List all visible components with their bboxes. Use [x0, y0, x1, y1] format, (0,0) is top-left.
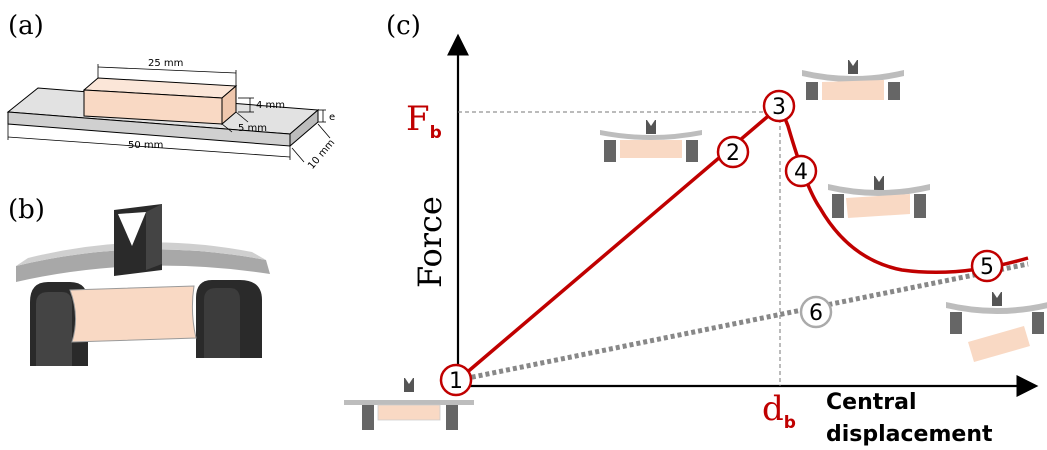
- panel-c: (c) Force Fb db Central displacement 1 2: [344, 11, 1047, 447]
- state-marker-4: 4: [784, 154, 818, 188]
- panel-a: (a): [6, 11, 337, 172]
- bending-icon-state-5: [946, 292, 1047, 362]
- state-marker-1: 1: [439, 363, 473, 397]
- x-axis-label-line1: Central: [826, 390, 916, 415]
- panel-label-b: (b): [8, 195, 45, 225]
- svg-text:2: 2: [726, 141, 740, 166]
- support-back: [196, 280, 262, 358]
- svg-text:5: 5: [980, 255, 994, 280]
- panel-b: (b): [8, 195, 270, 366]
- dim-length-top-label: 25 mm: [148, 58, 183, 69]
- dim-thickness-label: e: [329, 112, 335, 123]
- svg-text:6: 6: [809, 301, 823, 326]
- svg-text:4: 4: [794, 160, 808, 185]
- svg-text:1: 1: [449, 369, 463, 394]
- disp-peak-label: db: [762, 389, 796, 433]
- panel-label-a: (a): [8, 11, 44, 41]
- dim-length-plate-label: 50 mm: [128, 140, 163, 151]
- force-peak-label: Fb: [406, 99, 442, 143]
- specimen-block-3d: [82, 77, 238, 126]
- state-marker-6: 6: [799, 295, 833, 329]
- bending-icon-state-4: [828, 176, 930, 218]
- bending-icon-state-2: [600, 120, 702, 162]
- dimension-lines: [7, 64, 331, 163]
- state-marker-3: 3: [762, 89, 796, 123]
- bending-icon-state-3: [802, 60, 904, 100]
- x-axis-label-line2: displacement: [826, 422, 993, 447]
- svg-text:3: 3: [772, 95, 786, 120]
- dim-width-top-label: 5 mm: [238, 123, 267, 134]
- state-marker-2: 2: [716, 135, 750, 169]
- panel-label-c: (c): [386, 11, 421, 41]
- loading-nose: [114, 204, 162, 276]
- dim-height-top-label: 4 mm: [256, 100, 285, 111]
- state-marker-5: 5: [970, 249, 1004, 283]
- y-axis-label: Force: [411, 196, 449, 288]
- dim-width-plate-label: 10 mm: [306, 137, 337, 171]
- specimen-block-b: [69, 285, 197, 343]
- bending-icon-state-1: [344, 378, 474, 430]
- reference-stiffness-line: [457, 261, 1029, 383]
